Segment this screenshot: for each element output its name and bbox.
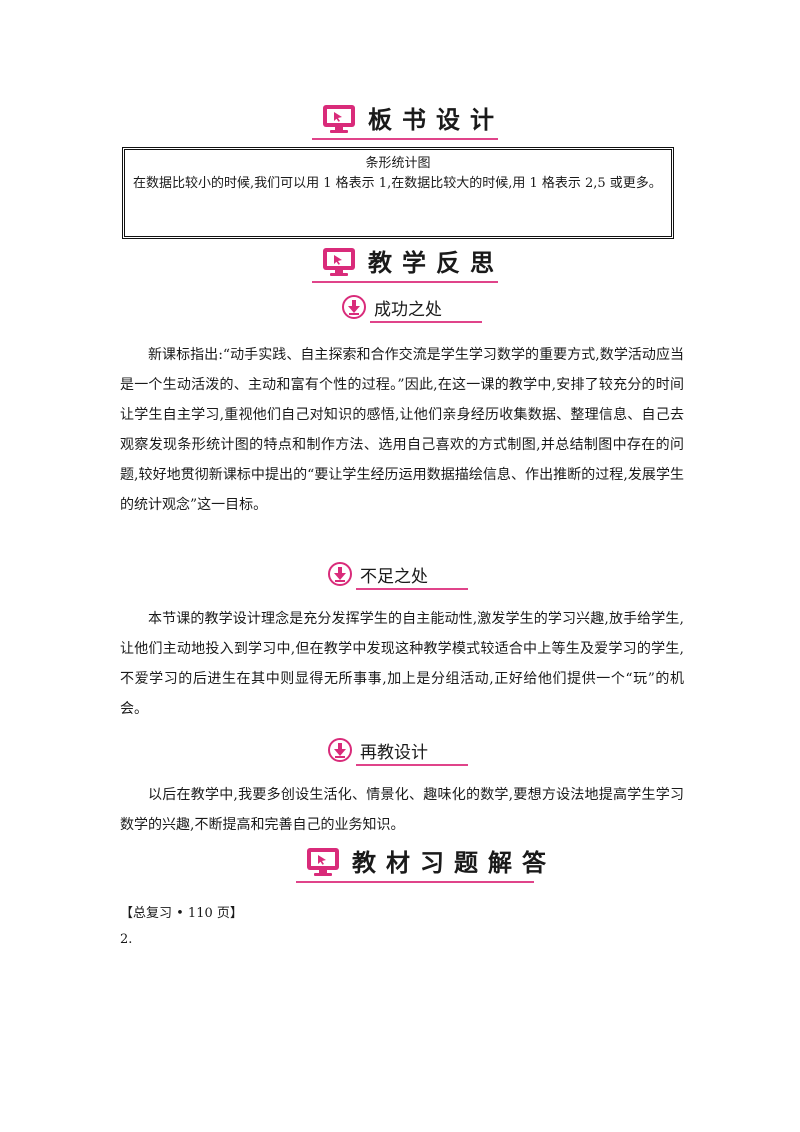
monitor-icon xyxy=(306,847,340,877)
section-title: 教材习题解答 xyxy=(352,849,556,877)
answers-item: 2. xyxy=(120,932,133,947)
sub-underline xyxy=(356,764,468,766)
down-arrow-icon xyxy=(328,738,352,762)
section-underline xyxy=(312,138,498,140)
section-underline xyxy=(312,281,498,283)
sub-header-redesign: 再教设计 xyxy=(328,736,468,766)
section-header-textbook-answers: 教材习题解答 xyxy=(296,843,546,883)
section-underline xyxy=(296,881,534,883)
sub-header-shortcoming: 不足之处 xyxy=(328,560,468,590)
down-arrow-icon xyxy=(328,562,352,586)
monitor-icon xyxy=(322,104,356,134)
redesign-paragraph: 以后在教学中,我要多创设生活化、情景化、趣味化的数学,要想方设法地提高学生学习数… xyxy=(120,787,684,833)
shortcoming-paragraph: 本节课的教学设计理念是充分发挥学生的自主能动性,激发学生的学习兴趣,放手给学生,… xyxy=(120,611,684,717)
success-paragraph: 新课标指出:“动手实践、自主探索和合作交流是学生学习数学的重要方式,数学活动应当… xyxy=(120,347,684,513)
section-title: 教学反思 xyxy=(368,249,504,277)
down-arrow-icon xyxy=(342,295,366,319)
section-header-teaching-reflection: 教学反思 xyxy=(312,243,504,283)
section-header-board-design: 板书设计 xyxy=(312,100,504,140)
sub-header-success: 成功之处 xyxy=(342,293,482,323)
sub-underline xyxy=(370,321,482,323)
answers-reference: 【总复习 • 110 页】 xyxy=(120,906,243,921)
board-design-box: 条形统计图 在数据比较小的时候,我们可以用 1 格表示 1,在数据比较大的时候,… xyxy=(122,147,674,239)
monitor-icon xyxy=(322,247,356,277)
board-content: 在数据比较小的时候,我们可以用 1 格表示 1,在数据比较大的时候,用 1 格表… xyxy=(133,176,662,191)
section-title: 板书设计 xyxy=(368,106,504,134)
sub-title: 不足之处 xyxy=(360,567,428,587)
board-title: 条形统计图 xyxy=(365,156,431,171)
sub-title: 成功之处 xyxy=(374,300,442,320)
sub-title: 再教设计 xyxy=(360,743,428,763)
sub-underline xyxy=(356,588,468,590)
